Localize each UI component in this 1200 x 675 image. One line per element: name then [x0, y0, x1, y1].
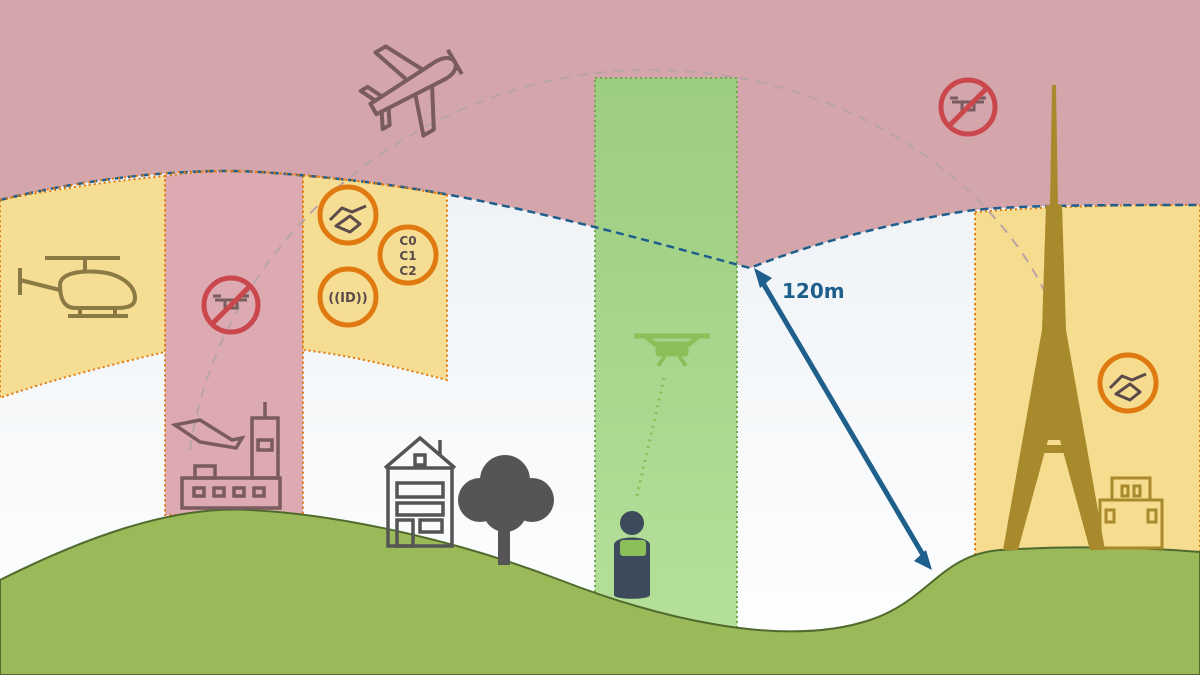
tree-icon [458, 455, 554, 565]
ground-hills [0, 508, 1200, 675]
house-icon [383, 435, 457, 548]
helicopter-icon [18, 256, 137, 318]
remote-id-label: ((ID)) [328, 291, 367, 306]
altitude-limit-line-orange-overlay [0, 169, 448, 201]
no-drone-icon [201, 275, 261, 335]
remote-id-icon: ((ID)) [317, 266, 379, 328]
helicopter-zone [0, 174, 166, 400]
class-c2: C2 [399, 264, 416, 278]
range-arc [189, 68, 1061, 451]
altitude-limit-line [0, 169, 1200, 270]
height-label: 120m [782, 279, 845, 303]
no-drone-icon [938, 77, 998, 137]
handshake-icon [317, 184, 379, 246]
class-c1: C1 [399, 249, 416, 263]
class-c0: C0 [399, 234, 416, 248]
drone-icon [634, 333, 710, 368]
airport-tower-icon [170, 402, 282, 510]
tower-icon [1003, 85, 1105, 550]
airplane-icon [358, 44, 464, 138]
airport-zone [164, 170, 304, 516]
pilot-icon [614, 511, 650, 599]
height-arrow [754, 268, 932, 570]
building-icon [1098, 476, 1164, 550]
certification-badge: C0 C1 C2 [377, 224, 439, 286]
handshake-icon [1097, 352, 1159, 414]
